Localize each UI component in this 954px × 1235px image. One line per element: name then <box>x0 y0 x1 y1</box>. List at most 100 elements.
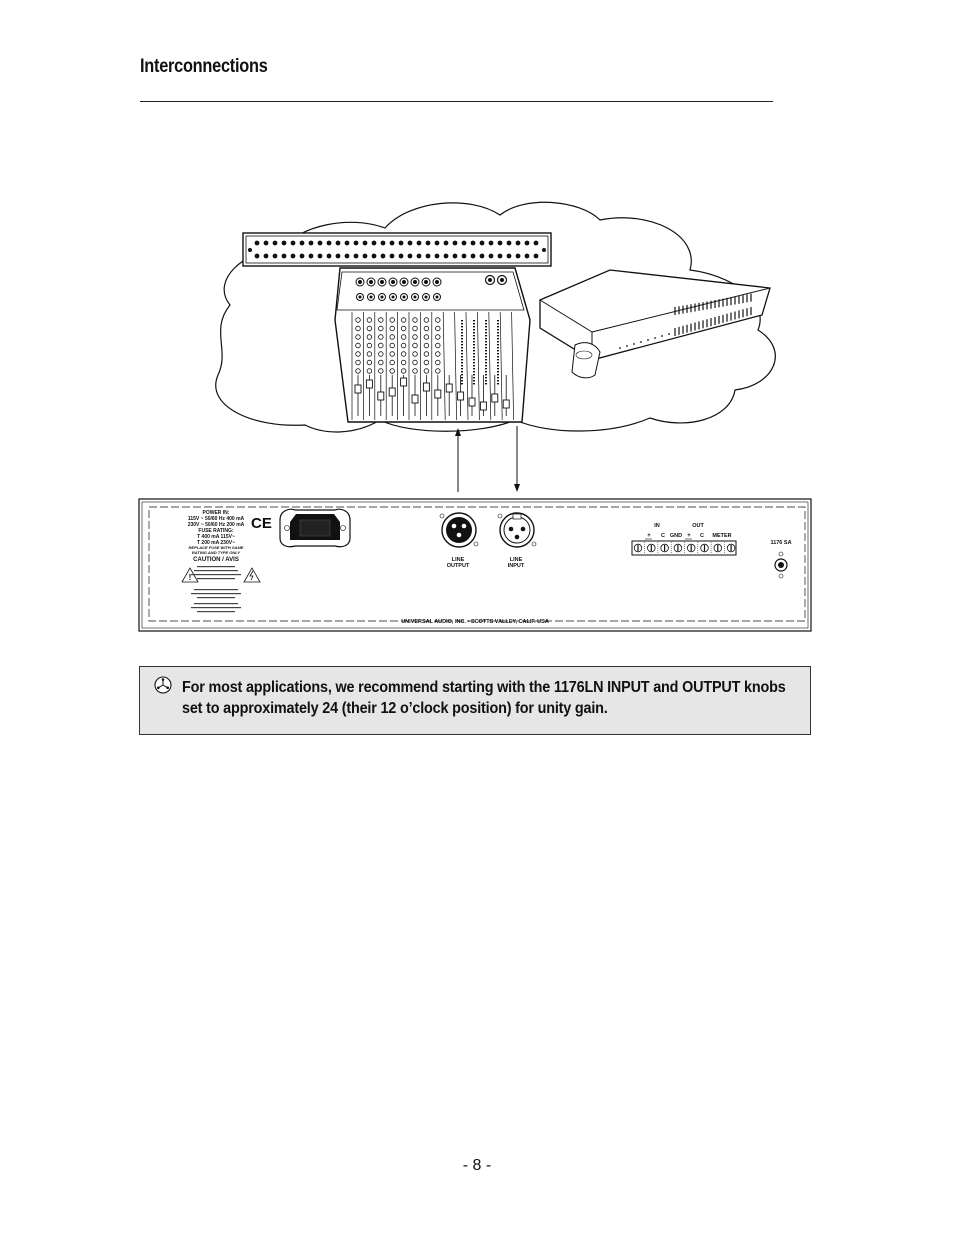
fuse-rating-label: FUSE RATING: <box>198 528 234 534</box>
meter-led <box>485 350 487 352</box>
channel-divider <box>442 311 446 421</box>
meter-led <box>485 353 487 355</box>
meter-led <box>485 338 487 340</box>
patch-jack <box>533 240 539 246</box>
channel-knob <box>423 351 430 357</box>
meter-led <box>485 332 487 334</box>
patch-jack <box>371 240 377 246</box>
channel-divider <box>465 311 469 421</box>
channel-divider <box>499 311 503 421</box>
meter-led <box>497 362 499 364</box>
meter-led <box>473 350 475 352</box>
caution-label: CAUTION / AVIS <box>193 557 239 563</box>
meter-led <box>497 335 499 337</box>
patch-jack <box>416 240 422 246</box>
patch-jack <box>524 253 530 259</box>
channel-knob <box>423 359 430 366</box>
power-in-label: POWER IN: <box>203 510 230 516</box>
channel-knob <box>423 325 430 332</box>
channel-knob <box>400 359 407 366</box>
channel-knob <box>400 325 407 332</box>
fuse-spec-115: T 400 mA 115V~ <box>197 534 235 540</box>
meter-led <box>497 344 499 346</box>
meter-led <box>485 329 487 331</box>
patch-jack <box>353 253 359 259</box>
channel-knob <box>412 359 418 366</box>
patch-jack <box>425 253 431 259</box>
meter-led <box>461 377 463 379</box>
meter-led <box>461 341 463 343</box>
lightning-triangle-icon <box>243 567 261 583</box>
meter-led <box>461 371 463 373</box>
front-led <box>668 333 670 335</box>
patch-jack <box>407 240 413 246</box>
patch-jack <box>290 253 296 259</box>
patch-bay <box>242 232 552 267</box>
meter-trim-jack <box>774 551 788 579</box>
fader-cap <box>365 379 373 389</box>
meter-led <box>485 365 487 367</box>
channel-knob <box>366 351 373 357</box>
meter-led <box>461 362 463 364</box>
fader-cap <box>491 393 499 403</box>
meter-led <box>485 368 487 370</box>
svg-text:!: ! <box>189 573 192 582</box>
channel-knob <box>366 325 373 332</box>
patch-jack <box>299 253 305 259</box>
channel-knob <box>400 317 407 323</box>
patch-jack <box>506 253 512 259</box>
tip-text: For most applications, we recommend star… <box>182 677 794 719</box>
channel-knob <box>378 325 384 332</box>
meter-led <box>473 368 475 370</box>
terminal-plus-2: + <box>687 533 691 539</box>
channel-knob <box>412 334 418 340</box>
fine-print-line <box>191 593 241 595</box>
mixer-jack-core <box>435 280 439 284</box>
patch-jack <box>263 240 269 246</box>
meter-led <box>461 356 463 358</box>
meter-led <box>473 374 475 376</box>
fine-print-line <box>191 607 241 609</box>
signal-arrows <box>455 426 520 492</box>
patch-jack <box>497 240 503 246</box>
patch-jack <box>425 240 431 246</box>
patch-jack <box>326 240 332 246</box>
patch-jack <box>272 240 278 246</box>
ce-mark: CE <box>251 515 272 532</box>
meter-led <box>485 344 487 346</box>
tip-line-2: set to approximately 24 (their 12 o’cloc… <box>182 700 608 717</box>
mixer-jack-core <box>380 295 384 299</box>
channel-knob <box>389 334 395 340</box>
meter-led <box>485 380 487 382</box>
meter-led <box>473 347 475 349</box>
patch-jack <box>281 240 287 246</box>
terminal-meter-label: METER <box>712 533 731 539</box>
channel-knob <box>378 317 384 323</box>
patch-jack <box>362 253 368 259</box>
front-led <box>654 337 656 339</box>
line-input-label-1: LINE <box>510 557 523 563</box>
fine-print-line <box>194 603 238 605</box>
terminal-out-label: OUT <box>692 523 704 529</box>
fader-cap <box>445 383 453 393</box>
channel-knob <box>378 368 384 374</box>
line-input-label-2: INPUT <box>508 563 525 569</box>
patch-jack <box>515 253 521 259</box>
meter-led <box>473 362 475 364</box>
meter-led <box>497 380 499 382</box>
meter-led <box>461 359 463 361</box>
meter-led <box>473 344 475 346</box>
meter-led <box>485 341 487 343</box>
meter-led <box>485 356 487 358</box>
power-spec-230: 230V ~ 50/60 Hz 200 mA <box>188 522 245 528</box>
mixer-jack-core <box>435 295 439 299</box>
meter-led <box>497 338 499 340</box>
channel-knob <box>378 351 384 357</box>
patch-jack <box>470 253 476 259</box>
channel-knob <box>412 368 418 374</box>
tip-callout: For most applications, we recommend star… <box>139 666 811 735</box>
rating-type-note: RATING AND TYPE ONLY <box>192 550 240 555</box>
patch-jack <box>335 253 341 259</box>
meter-led <box>497 371 499 373</box>
patch-jack <box>335 240 341 246</box>
